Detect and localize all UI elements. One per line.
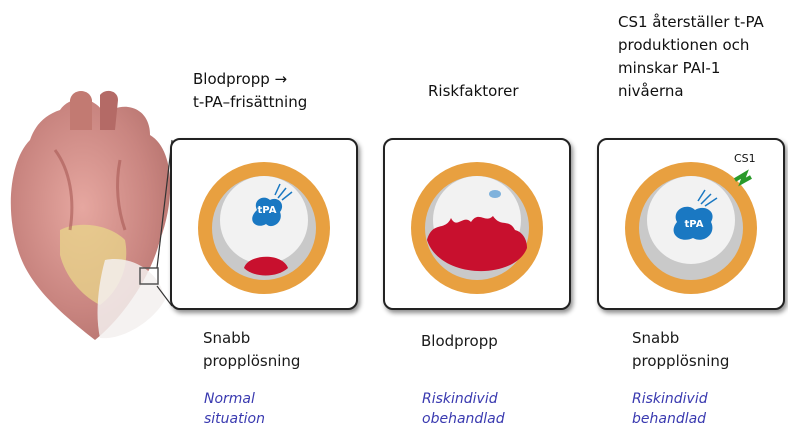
tpa-label: tPA — [252, 205, 282, 216]
heading-normal: Blodpropp → t-PA–frisättning — [193, 68, 307, 114]
tpa-label: tPA — [679, 219, 709, 230]
heading-riskfactors: Riskfaktorer — [428, 80, 519, 103]
vessel-panel-untreated — [383, 138, 571, 310]
vessel-panel-normal: tPA — [170, 138, 358, 310]
cs1-arrow — [735, 174, 751, 182]
status-untreated: Riskindivid obehandlad — [422, 389, 505, 429]
heading-treated: CS1 återställer t-PA produktionen och mi… — [618, 11, 764, 103]
outcome-untreated: Blodpropp — [421, 330, 498, 353]
outcome-treated: Snabb propplösning — [632, 327, 729, 373]
outcome-normal: Snabb propplösning — [203, 327, 300, 373]
status-treated: Riskindivid behandlad — [632, 389, 708, 429]
status-normal: Normal situation — [204, 389, 265, 429]
cs1-label: CS1 — [734, 152, 756, 165]
vessel-panel-treated: tPA CS1 — [597, 138, 785, 310]
